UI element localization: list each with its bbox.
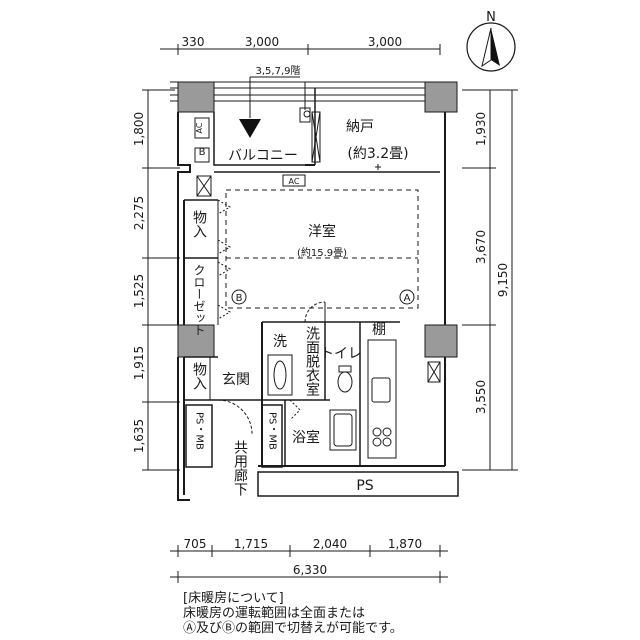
zone-a-label: A <box>404 293 411 304</box>
dim-right-total: 9,150 <box>496 263 510 297</box>
ps-mb-left-label: PS・MB <box>194 412 205 450</box>
right-dimensions <box>462 89 518 471</box>
ac-top-label: AC <box>195 122 204 133</box>
floor-marker-triangle <box>239 119 261 138</box>
top-dimensions <box>160 44 441 55</box>
compass: N <box>466 10 516 72</box>
note-heading: [床暖房について] <box>183 591 284 606</box>
zone-b-circle <box>231 289 247 305</box>
dim-left-1635: 1,635 <box>132 419 146 453</box>
room-dressing-label: 洗面脱衣室 <box>304 326 320 396</box>
ps-mb-right-label: PS・MB <box>267 412 278 450</box>
room-balcony-label: バルコニー <box>228 148 298 164</box>
floor-label: 3,5,7,9階 <box>256 65 301 77</box>
room-shelf-label: 棚 <box>372 322 386 338</box>
compass-n-label: N <box>486 10 496 25</box>
b-mark: B <box>199 147 206 158</box>
dim-bottom-2040: 2,040 <box>313 537 347 551</box>
walls <box>177 88 459 501</box>
dim-left-1800: 1,800 <box>132 112 146 146</box>
room-entrance-label: 玄関 <box>222 371 250 388</box>
room-wardrobe-label: クローゼット <box>192 264 206 336</box>
note-line-2: Ⓐ及びⒷの範囲で切替えが可能です。 <box>183 621 403 636</box>
dim-right-3670: 3,670 <box>474 230 488 264</box>
dim-left-1915: 1,915 <box>132 346 146 380</box>
room-bath-label: 浴室 <box>292 429 320 446</box>
left-dimensions <box>142 89 180 471</box>
room-wash-label: 洗 <box>273 334 287 350</box>
room-closet-b-label: 物入 <box>191 362 207 390</box>
dim-left-2275: 2,275 <box>132 196 146 230</box>
floor-heating-zones <box>225 189 419 309</box>
dim-right-3550: 3,550 <box>474 380 488 414</box>
corridor-label: 共用廊下 <box>232 440 248 496</box>
dim-bottom-total: 6,330 <box>293 563 327 577</box>
zone-a-circle <box>399 289 415 305</box>
dim-bottom-1870: 1,870 <box>388 537 422 551</box>
room-western-label: 洋室 <box>308 223 336 240</box>
dim-top-330: 330 <box>182 35 205 49</box>
zone-b-label: B <box>236 293 243 304</box>
room-western-size: (約15.9畳) <box>297 246 347 259</box>
dim-bottom-705: 705 <box>184 537 207 551</box>
room-toilet-label: トイレ <box>320 346 362 362</box>
columns <box>177 81 458 358</box>
room-storage-size: (約3.2畳) <box>347 146 408 162</box>
dim-top-3000-left: 3,000 <box>245 35 279 49</box>
bottom-dimensions <box>170 545 448 583</box>
dim-left-1525: 1,525 <box>132 274 146 308</box>
room-storage-label: 納戸 <box>346 119 374 135</box>
dim-bottom-1715: 1,715 <box>234 537 268 551</box>
dim-right-1930: 1,930 <box>474 112 488 146</box>
ac-mid-label: AC <box>289 177 300 186</box>
dim-top-3000-right: 3,000 <box>368 35 402 49</box>
room-closet-a-label: 物入 <box>191 210 207 238</box>
ps-bottom-label: PS <box>356 478 373 494</box>
note-line-1: 床暖房の運転範囲は全面または <box>183 606 366 621</box>
